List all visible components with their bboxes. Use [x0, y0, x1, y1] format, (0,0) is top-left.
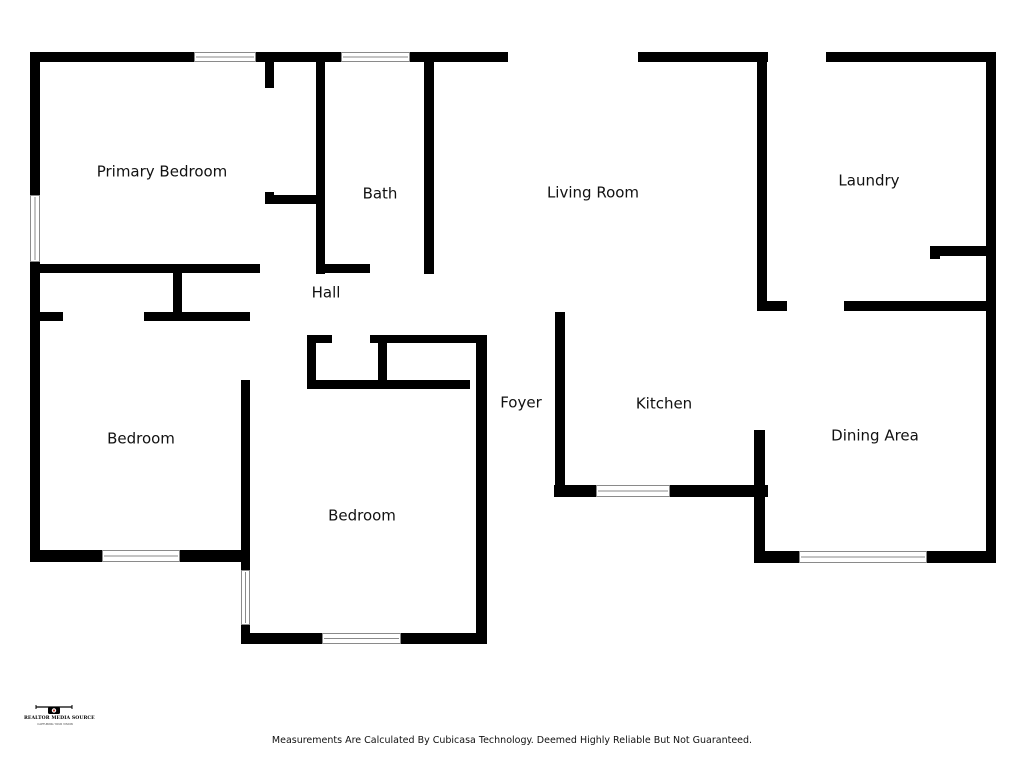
window [799, 551, 927, 563]
wall-segment [30, 262, 40, 562]
wall-segment [307, 380, 390, 389]
wall-segment [555, 312, 565, 497]
wall-segment [144, 312, 250, 321]
wall-segment [401, 633, 487, 644]
wall-segment [410, 52, 508, 62]
room-label-foyer: Foyer [500, 394, 542, 412]
wall-segment [265, 52, 274, 88]
wall-segment [638, 52, 768, 62]
wall-segment [670, 485, 768, 497]
wall-segment [316, 52, 325, 274]
wall-segment [30, 52, 40, 195]
camera-drone-icon [35, 705, 73, 714]
wall-segment [757, 301, 787, 311]
wall-segment [180, 550, 248, 562]
window [241, 570, 250, 625]
wall-segment [30, 312, 63, 321]
wall-segment [265, 195, 321, 204]
logo-tagline: CAPTURING YOUR VISION [37, 722, 73, 726]
wall-segment [754, 551, 799, 563]
window [596, 485, 670, 497]
room-label-living-room: Living Room [547, 184, 639, 202]
window [102, 550, 180, 562]
wall-segment [826, 52, 996, 62]
window [30, 195, 40, 262]
wall-segment [370, 335, 485, 343]
wall-segment [844, 301, 996, 311]
wall-segment [378, 335, 387, 387]
logo-name: REALTOR MEDIA SOURCE [24, 716, 95, 721]
wall-segment [241, 633, 322, 644]
windows [30, 52, 927, 644]
walls [30, 52, 996, 644]
wall-segment [930, 246, 940, 259]
wall-segment [930, 246, 996, 256]
wall-segment [757, 52, 767, 310]
wall-segment [424, 52, 434, 274]
window [341, 52, 410, 62]
room-label-bedroom-west: Bedroom [107, 430, 175, 448]
room-label-laundry: Laundry [838, 172, 899, 190]
room-label-kitchen: Kitchen [636, 395, 692, 413]
wall-segment [754, 430, 765, 563]
wall-segment [30, 264, 260, 273]
wall-segment [30, 52, 194, 62]
room-label-hall: Hall [312, 284, 341, 302]
wall-segment [390, 380, 470, 389]
wall-segment [927, 551, 996, 563]
room-label-dining-area: Dining Area [831, 427, 919, 445]
room-label-bedroom-center: Bedroom [328, 507, 396, 525]
room-label-primary-bedroom: Primary Bedroom [97, 163, 228, 181]
wall-segment [476, 485, 487, 497]
window [322, 633, 401, 644]
wall-segment [241, 380, 250, 570]
room-label-bath: Bath [363, 185, 398, 203]
wall-segment [30, 550, 102, 562]
footer-disclaimer: Measurements Are Calculated By Cubicasa … [271, 735, 753, 746]
wall-segment [307, 335, 316, 387]
wall-segment [256, 52, 341, 62]
window [194, 52, 256, 62]
wall-segment [307, 335, 332, 343]
wall-segment [316, 264, 370, 273]
wall-segment [173, 264, 182, 318]
